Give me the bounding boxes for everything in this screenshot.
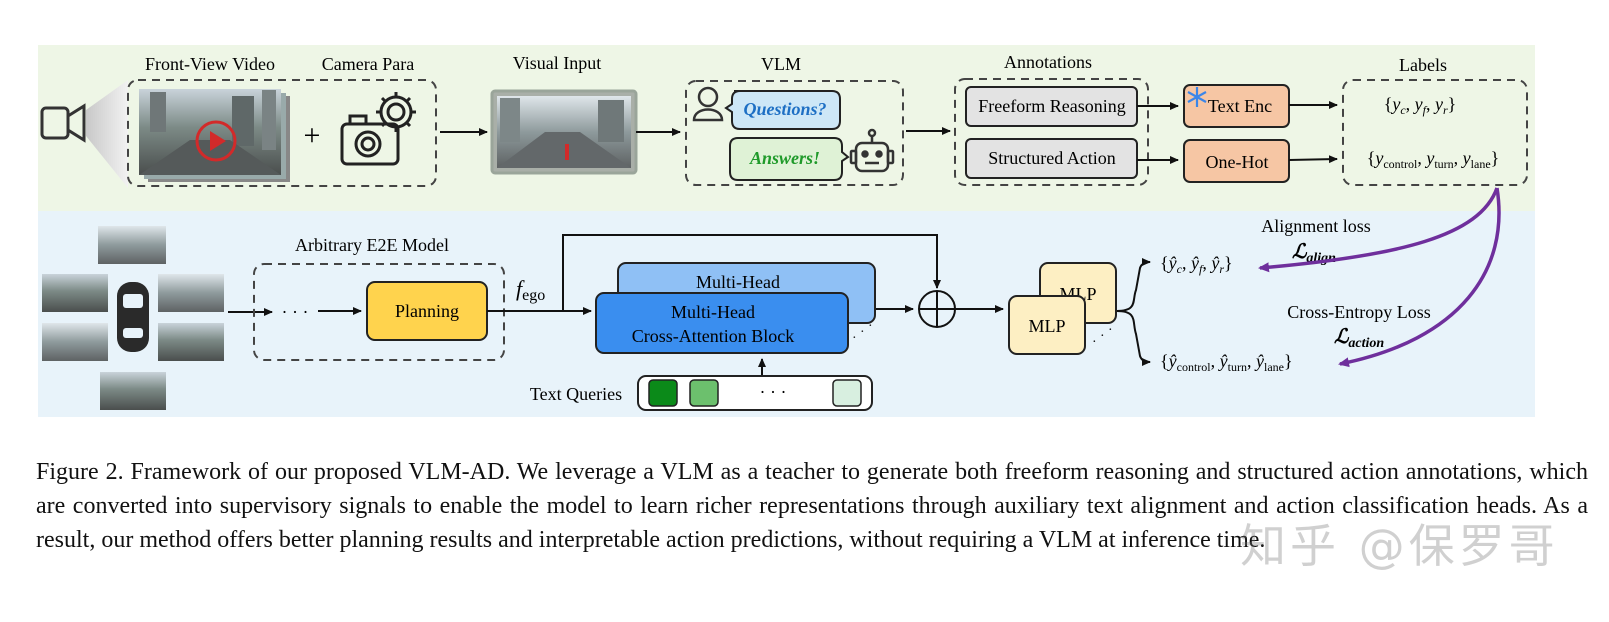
- attention-front-text-2: Cross-Attention Block: [632, 326, 795, 346]
- play-icon: [195, 120, 237, 162]
- attention-stack-dots-2: ·: [860, 325, 865, 340]
- video-input-group: [127, 79, 437, 187]
- attention-front-text-1: Multi-Head: [671, 302, 755, 322]
- ce-loss-label: Cross-Entropy Loss: [1287, 302, 1431, 322]
- structured-box: [965, 138, 1138, 179]
- attention-block-front: [595, 292, 849, 354]
- mlp-stack-dots-3: ·: [1108, 323, 1113, 338]
- answers-text: Answers!: [749, 148, 820, 168]
- user-icon: [692, 86, 724, 122]
- view-cone: [86, 80, 128, 188]
- car-icon: [117, 282, 149, 352]
- vlm-label: VLM: [761, 54, 801, 74]
- mlp-stack-dots-2: ·: [1100, 329, 1105, 344]
- camera-para-label: Camera Para: [322, 54, 414, 74]
- vlm-group: [685, 80, 904, 186]
- questions-text: Questions?: [743, 99, 826, 119]
- attention-stack-dots-3: ·: [868, 319, 873, 334]
- skip-connection: [562, 234, 941, 311]
- video-camera-icon: [40, 103, 86, 143]
- visual-input-label: Visual Input: [513, 53, 601, 73]
- snowflake-icon: [1187, 87, 1207, 107]
- output-branch-2: [1116, 310, 1151, 366]
- visual-input-image: [490, 89, 638, 175]
- query-token-1: [648, 379, 678, 407]
- alignment-loss-arrow: [1258, 187, 1499, 273]
- question-bubble: Questions?: [724, 90, 841, 130]
- text-enc-text: Text Enc: [1208, 96, 1272, 116]
- output-branch: [1116, 258, 1151, 312]
- ce-loss-arrow: [1338, 187, 1501, 368]
- attention-back-text: Multi-Head: [696, 272, 780, 292]
- sum-node: [918, 290, 956, 328]
- attention-stack-dots: ·: [852, 331, 857, 346]
- query-token-n: [832, 379, 862, 407]
- e2e-dots: · · ·: [282, 302, 309, 322]
- figure-caption: Figure 2. Framework of our proposed VLM-…: [36, 459, 1588, 553]
- answer-bubble: Answers!: [729, 137, 850, 181]
- annotations-group: [954, 78, 1149, 186]
- mlp-stack-dots: ·: [1092, 335, 1097, 350]
- front-view-label: Front-View Video: [145, 54, 275, 74]
- one-hot-text: One-Hot: [1206, 152, 1269, 172]
- robot-icon: [849, 128, 895, 173]
- annotations-label: Annotations: [1004, 52, 1092, 72]
- e2e-label: Arbitrary E2E Model: [295, 235, 449, 255]
- surround-camera-images: [42, 226, 224, 410]
- labels-label: Labels: [1399, 55, 1447, 75]
- structured-text: Structured Action: [988, 148, 1115, 168]
- video-frames: [139, 89, 290, 182]
- mlp-front-text: MLP: [1028, 316, 1065, 336]
- one-hot-box: [1183, 139, 1290, 183]
- framework-figure: Front-View Video Camera Para + Visual In…: [38, 45, 1535, 417]
- camera-gear-icon: [340, 92, 416, 166]
- query-dots: · · ·: [760, 382, 787, 402]
- freeform-text: Freeform Reasoning: [978, 96, 1125, 116]
- mlp-front: [1008, 295, 1086, 355]
- plus-sign: +: [304, 119, 321, 152]
- arrow-onehot-to-labels: [1288, 155, 1338, 164]
- alignment-loss-label: Alignment loss: [1261, 216, 1371, 236]
- planning-text: Planning: [395, 301, 459, 321]
- query-token-2: [689, 379, 719, 407]
- text-queries-label: Text Queries: [530, 384, 622, 404]
